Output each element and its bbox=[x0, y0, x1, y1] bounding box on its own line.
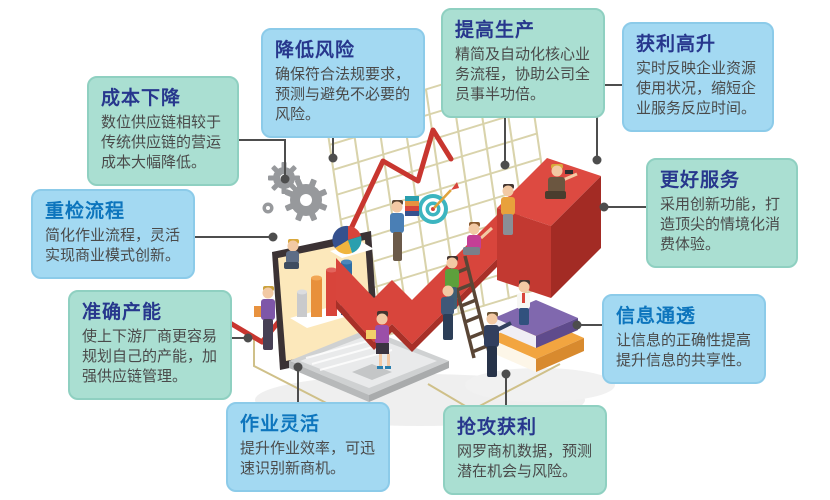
pie-chart-icon bbox=[330, 225, 374, 258]
callout-body: 采用创新功能，打造顶尖的情境化消费体验。 bbox=[660, 195, 781, 254]
callout-higher-productivity: 提高生产 精简及自动化核心业务流程，协助公司全员事半功倍。 bbox=[441, 8, 605, 119]
person-orange-vest bbox=[501, 184, 515, 235]
callout-title: 作业灵活 bbox=[240, 414, 321, 435]
connector-dot bbox=[572, 320, 582, 330]
connector-dot bbox=[293, 362, 303, 372]
callout-flexible-operation: 作业灵活 提升作业效率，可迅速识别新商机。 bbox=[226, 402, 390, 493]
climbing-people-icon bbox=[254, 164, 578, 462]
connector-dot bbox=[599, 202, 609, 212]
callout-seize-profit: 抢攻获利 网罗商机数据，预测潜在机会与风险。 bbox=[443, 405, 607, 496]
callout-body: 数位供应链相较于传统供应链的营运成本大幅降低。 bbox=[101, 113, 222, 172]
gears-icon bbox=[262, 162, 328, 222]
connector-dot bbox=[243, 333, 253, 343]
connector-dot bbox=[592, 155, 602, 165]
callout-info-transparency: 信息通透 让信息的正确性提高提升信息的共享性。 bbox=[602, 294, 766, 385]
connector-dot bbox=[500, 160, 510, 170]
callout-body: 使上下游厂商更容易规划自己的产能，加强供应链管理。 bbox=[82, 327, 218, 386]
callout-body: 网罗商机数据，预测潜在机会与风险。 bbox=[457, 442, 593, 480]
callout-body: 简化作业流程，灵活实现商业模式创新。 bbox=[45, 226, 181, 264]
callout-body: 实时反映企业资源使用状况，缩短企业服务反应时间。 bbox=[636, 59, 757, 118]
connector-dot bbox=[328, 153, 338, 163]
target-dart-icon bbox=[418, 182, 459, 224]
callout-title: 更好服务 bbox=[660, 170, 741, 191]
callout-profit-rise: 获利高升 实时反映企业资源使用状况，缩短企业服务反应时间。 bbox=[622, 22, 774, 133]
callout-process-review: 重检流程 简化作业流程，灵活实现商业模式创新。 bbox=[31, 189, 195, 280]
connector-dot bbox=[280, 174, 290, 184]
person-white-shirt bbox=[517, 280, 530, 325]
callout-body: 让信息的正确性提高提升信息的共享性。 bbox=[616, 331, 752, 369]
books-icon bbox=[488, 300, 584, 372]
callout-better-service: 更好服务 采用创新功能，打造顶尖的情境化消费体验。 bbox=[646, 158, 798, 269]
connector-dots bbox=[243, 153, 609, 379]
callout-title: 信息通透 bbox=[616, 306, 697, 327]
callout-title: 准确产能 bbox=[82, 302, 163, 323]
callout-cost-reduction: 成本下降 数位供应链相较于传统供应链的营运成本大幅降低。 bbox=[87, 76, 239, 187]
person-suit-sitter bbox=[284, 239, 299, 269]
connector-line bbox=[239, 139, 286, 175]
connector-dot bbox=[268, 232, 278, 242]
person-books-carrier bbox=[390, 196, 419, 261]
person-navy-reacher bbox=[484, 312, 512, 377]
callout-title: 抢攻获利 bbox=[457, 417, 538, 438]
rising-arrow-icon bbox=[336, 192, 520, 352]
callout-body: 精简及自动化核心业务流程，协助公司全员事半功倍。 bbox=[455, 45, 591, 104]
callout-title: 提高生产 bbox=[455, 20, 536, 41]
binoculars-man-icon bbox=[545, 164, 578, 199]
callout-risk-reduction: 降低风险 确保符合法规要求，预测与避免不必要的风险。 bbox=[261, 28, 425, 139]
callout-body: 确保符合法规要求，预测与避免不必要的风险。 bbox=[275, 65, 411, 124]
person-magenta-sitter bbox=[463, 222, 494, 255]
callout-title: 成本下降 bbox=[101, 88, 182, 109]
callout-title: 降低风险 bbox=[275, 40, 356, 61]
connector-dot bbox=[501, 369, 511, 379]
person-woman-purple bbox=[366, 311, 391, 369]
person-purple-book bbox=[254, 286, 275, 350]
callout-body: 提升作业效率，可迅速识别新商机。 bbox=[240, 439, 376, 477]
callout-title: 重检流程 bbox=[45, 201, 126, 222]
callout-accurate-capacity: 准确产能 使上下游厂商更容易规划自己的产能，加强供应链管理。 bbox=[68, 290, 232, 401]
person-blue-pusher bbox=[441, 285, 454, 340]
callout-title: 获利高升 bbox=[636, 34, 717, 55]
